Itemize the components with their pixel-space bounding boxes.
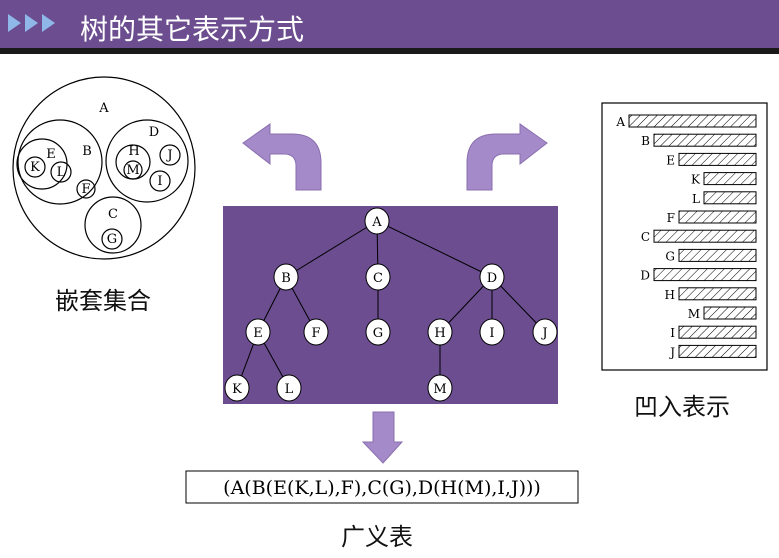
tree-node-label-D: D xyxy=(487,271,497,286)
tree-node-K xyxy=(224,374,250,402)
tree-node-J xyxy=(532,318,558,346)
set-G xyxy=(101,228,123,250)
tree-node-label-K: K xyxy=(232,382,242,397)
curved-arrow-right-icon xyxy=(466,123,548,191)
header-bar: 树的其它表示方式 xyxy=(0,0,779,48)
set-L xyxy=(50,161,72,183)
set-label-G: G xyxy=(107,232,117,247)
set-label-I: I xyxy=(157,174,162,189)
tree-node-C xyxy=(365,263,391,291)
indent-label-E: E xyxy=(666,153,675,167)
indent-bar-F xyxy=(678,210,757,224)
indent-bar-A xyxy=(628,114,757,128)
down-arrow-icon xyxy=(361,411,404,464)
tree-node-label-B: B xyxy=(281,271,291,286)
indent-bar-E xyxy=(678,152,757,166)
indent-label-F: F xyxy=(667,211,675,225)
indent-bar-D xyxy=(653,268,757,282)
tree-node-H xyxy=(427,318,453,346)
indent-bar-K xyxy=(703,172,757,186)
set-label-D: D xyxy=(149,125,159,140)
indent-bar-I xyxy=(678,325,757,339)
tree-node-label-M: M xyxy=(433,382,446,397)
set-label-E: E xyxy=(46,147,56,162)
indent-label-L: L xyxy=(692,192,700,206)
tree-node-label-C: C xyxy=(373,271,383,286)
tree-node-label-F: F xyxy=(311,326,320,341)
set-A xyxy=(12,76,196,260)
set-B xyxy=(17,119,103,205)
set-K xyxy=(24,156,46,178)
tree-node-E xyxy=(245,318,271,346)
indent-caption: 凹入表示 xyxy=(634,393,730,421)
indent-label-J: J xyxy=(668,345,675,359)
curved-arrow-left-icon xyxy=(242,123,322,191)
indent-label-C: C xyxy=(641,230,650,244)
indent-bar-L xyxy=(703,191,757,205)
indent-bar-C xyxy=(653,229,757,243)
tree-node-label-I: I xyxy=(489,326,494,341)
page-title: 树的其它表示方式 xyxy=(80,13,305,46)
indent-label-K: K xyxy=(691,173,701,187)
set-label-C: C xyxy=(108,207,118,222)
set-J xyxy=(159,144,181,166)
indent-label-I: I xyxy=(670,326,675,340)
tree-node-L xyxy=(276,374,302,402)
set-D xyxy=(105,119,189,203)
tree-node-label-H: H xyxy=(434,326,445,341)
tree-node-M xyxy=(427,374,453,402)
indent-bar-J xyxy=(678,344,757,358)
tree-node-D xyxy=(479,263,505,291)
indent-label-G: G xyxy=(665,249,675,263)
set-label-H: H xyxy=(128,144,139,159)
set-label-J: J xyxy=(165,148,172,163)
tree-panel xyxy=(223,206,558,404)
header-divider xyxy=(0,48,779,54)
generalized-list-caption: 广义表 xyxy=(341,523,413,551)
indent-bar-M xyxy=(703,306,757,320)
set-C xyxy=(84,196,142,254)
set-label-A: A xyxy=(98,101,109,116)
set-label-M: M xyxy=(126,163,139,178)
indent-label-B: B xyxy=(641,134,650,148)
tree-node-label-A: A xyxy=(371,215,382,230)
tree-node-label-J: J xyxy=(540,326,547,341)
tree-node-F xyxy=(303,318,329,346)
tree-node-label-E: E xyxy=(253,326,263,341)
indent-bar-G xyxy=(678,248,757,262)
indent-label-M: M xyxy=(688,307,700,321)
set-I xyxy=(149,170,171,192)
set-label-B: B xyxy=(82,144,92,159)
set-M xyxy=(123,160,143,180)
set-label-L: L xyxy=(57,165,66,180)
nested-sets-caption: 嵌套集合 xyxy=(55,287,151,315)
generalized-list-box xyxy=(185,470,579,504)
tree-node-label-G: G xyxy=(373,326,383,341)
indent-label-D: D xyxy=(640,269,650,283)
tree-node-A xyxy=(364,207,390,235)
tree-node-G xyxy=(365,318,391,346)
indent-bar-H xyxy=(678,287,757,301)
nested-sets-diagram xyxy=(12,76,196,260)
tree-node-I xyxy=(479,318,505,346)
triple-triangle-arrow-icon xyxy=(8,14,55,32)
generalized-list-expression: (A(B(E(K,L),F),C(G),D(H(M),I,J))) xyxy=(223,477,541,499)
tree-node-label-L: L xyxy=(285,382,294,397)
indent-label-A: A xyxy=(615,115,625,129)
tree-node-B xyxy=(273,263,299,291)
indent-label-H: H xyxy=(665,288,675,302)
set-F xyxy=(76,179,96,199)
set-label-K: K xyxy=(30,160,40,175)
indent-bar-B xyxy=(653,133,757,147)
set-label-F: F xyxy=(81,182,90,197)
